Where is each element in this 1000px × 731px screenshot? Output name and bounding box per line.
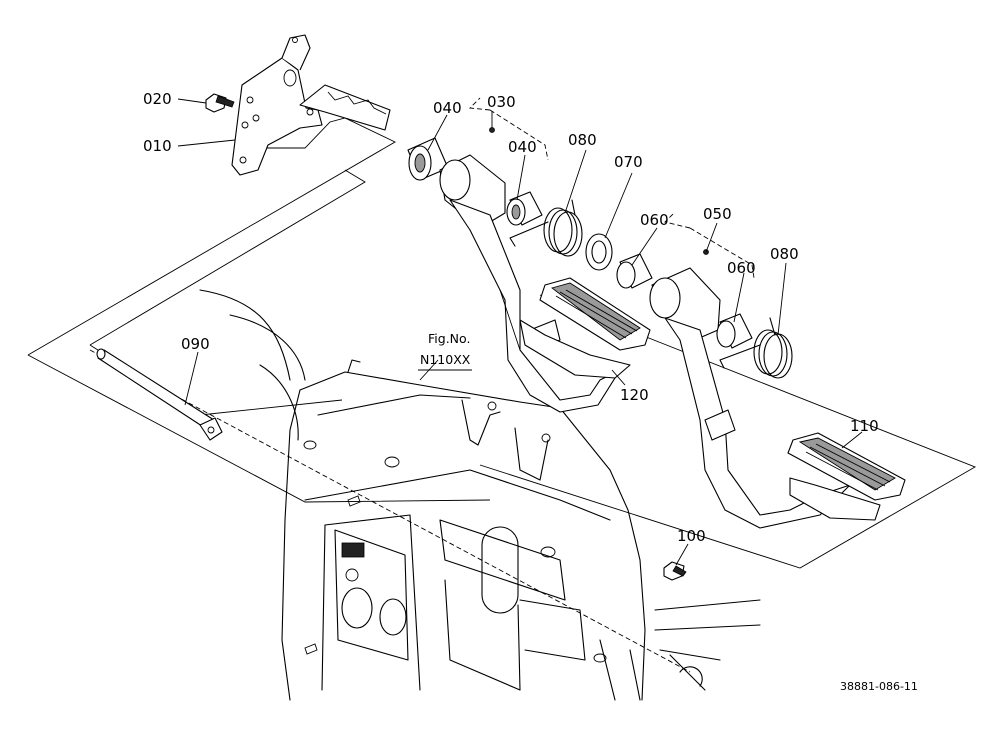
callout-040-b: 040: [508, 138, 537, 156]
pedal-050: [649, 249, 851, 529]
bolt-020: [205, 93, 235, 113]
callout-020: 020: [143, 90, 172, 108]
callout-040-a: 040: [433, 99, 462, 117]
figure-reference-code: N110XX: [420, 352, 471, 367]
spring-080-a: [509, 199, 583, 257]
figure-reference-label: Fig.No.: [428, 331, 470, 346]
figure-reference: Fig.No. N110XX: [420, 331, 471, 367]
shaft-centerline: [89, 349, 691, 673]
bushing-060-b: [716, 313, 753, 349]
pedal-pad-120: [519, 277, 651, 379]
bolt-100: [663, 561, 687, 581]
pedal-pad-110: [787, 432, 906, 521]
subassy-bracket-050-a: [664, 211, 691, 229]
washer-070: [585, 233, 613, 271]
subassy-bracket-030-b: [489, 109, 549, 161]
callout-100: 100: [677, 527, 706, 545]
subassy-bracket-030-a: [469, 97, 491, 111]
callout-060-b: 060: [727, 259, 756, 277]
bushing-060-a: [616, 253, 653, 289]
callout-010: 010: [143, 137, 172, 155]
bushing-040-a: [407, 137, 449, 181]
shaft-090: [96, 348, 223, 441]
bracket-plate-010: [231, 34, 391, 176]
callout-030: 030: [487, 93, 516, 111]
callout-labels: 020 010 030 040 040 080 070 060 050 060 …: [143, 90, 879, 545]
leader-lines: [177, 98, 863, 566]
bushing-040-b: [506, 191, 543, 226]
callout-090: 090: [181, 335, 210, 353]
tractor-frame: [199, 289, 761, 701]
callout-120: 120: [620, 386, 649, 404]
callout-050: 050: [703, 205, 732, 223]
shaft-end: [669, 654, 706, 691]
callout-080-a: 080: [568, 131, 597, 149]
callout-110: 110: [850, 417, 879, 435]
callout-070: 070: [614, 153, 643, 171]
drawing-number: 38881-086-11: [840, 680, 918, 693]
callout-080-b: 080: [770, 245, 799, 263]
callout-060-a: 060: [640, 211, 669, 229]
